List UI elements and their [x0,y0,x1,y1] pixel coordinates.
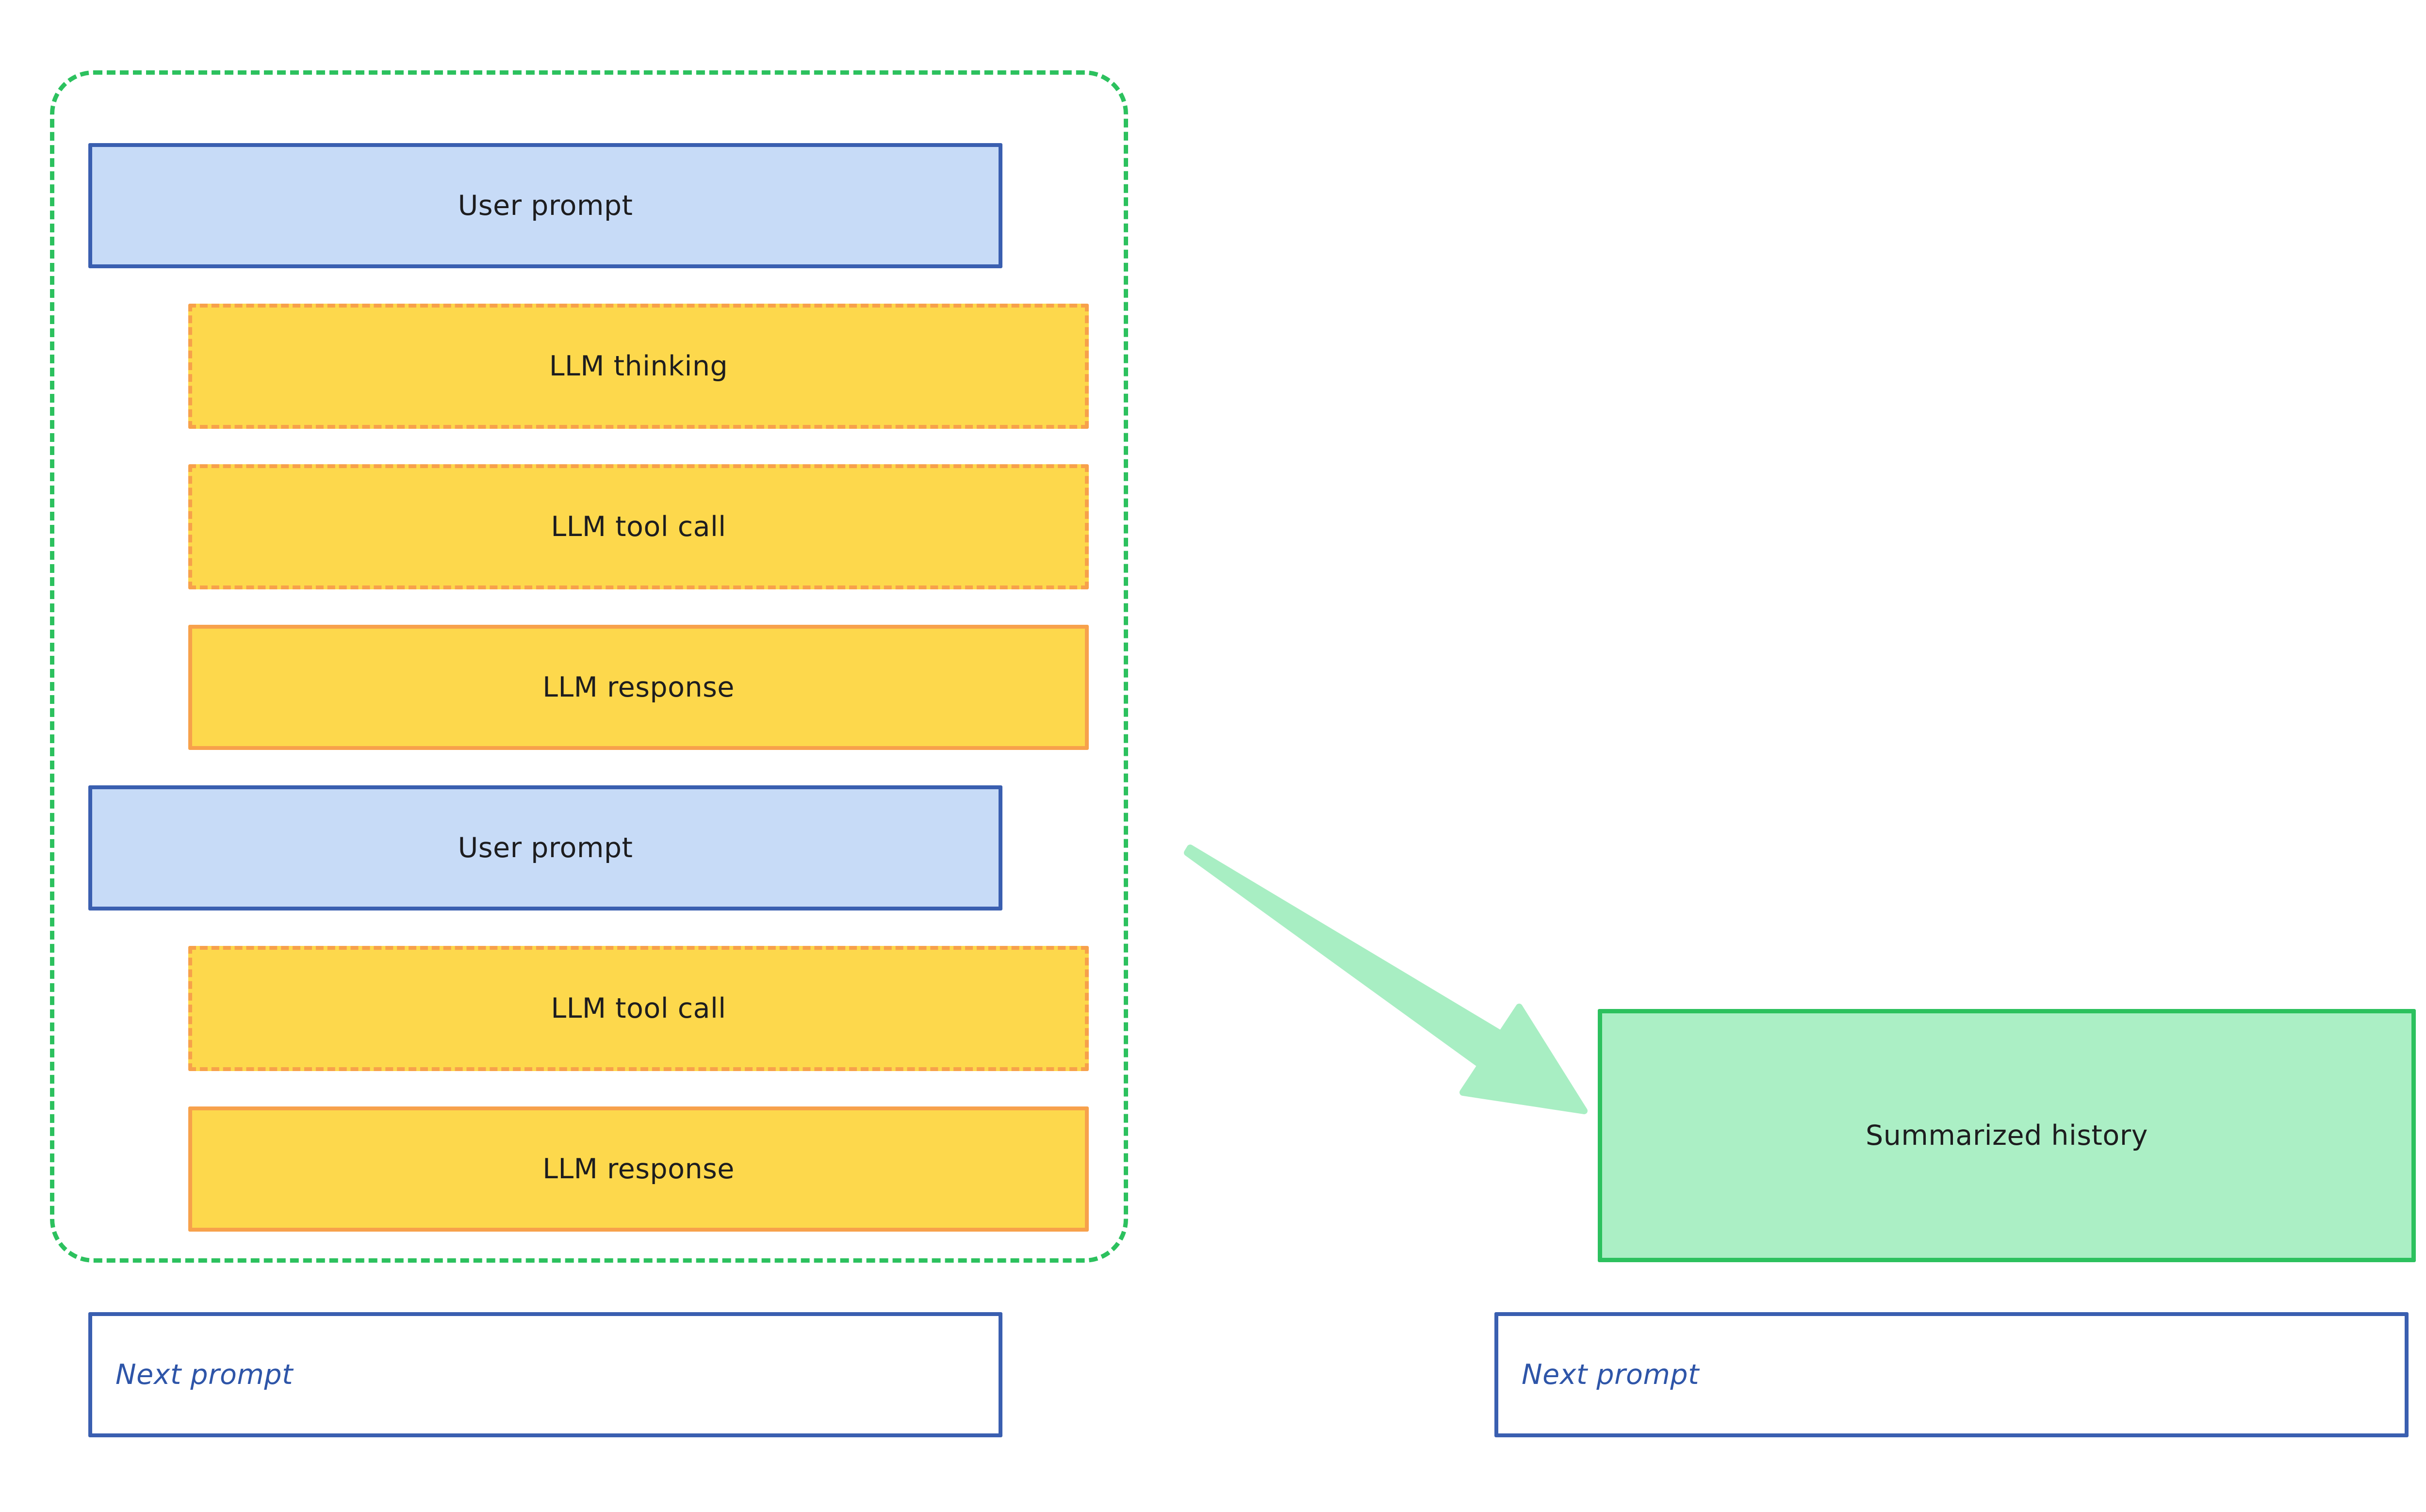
llm-response-label-1: LLM response [542,671,735,703]
user-prompt-box-2: User prompt [88,785,1002,910]
next-prompt-label-right: Next prompt [1522,1359,1699,1391]
next-prompt-box-left: Next prompt [88,1312,1002,1437]
summarized-history-label: Summarized history [1866,1120,2148,1152]
llm-tool-call-label-2: LLM tool call [551,992,726,1024]
conversation-history-group [50,70,1128,1263]
llm-tool-call-box-1: LLM tool call [188,464,1089,589]
llm-tool-call-box-2: LLM tool call [188,946,1089,1071]
user-prompt-box-1: User prompt [88,143,1002,268]
user-prompt-label-2: User prompt [458,832,633,864]
llm-response-box-2: LLM response [188,1106,1089,1232]
llm-thinking-box: LLM thinking [188,304,1089,429]
llm-response-box-1: LLM response [188,625,1089,750]
user-prompt-label-1: User prompt [458,190,633,222]
next-prompt-label-left: Next prompt [115,1359,293,1391]
next-prompt-box-right: Next prompt [1494,1312,2409,1437]
llm-tool-call-label-1: LLM tool call [551,511,726,543]
llm-response-label-2: LLM response [542,1153,735,1185]
summarized-history-box: Summarized history [1598,1009,2416,1262]
llm-thinking-label: LLM thinking [549,350,728,382]
